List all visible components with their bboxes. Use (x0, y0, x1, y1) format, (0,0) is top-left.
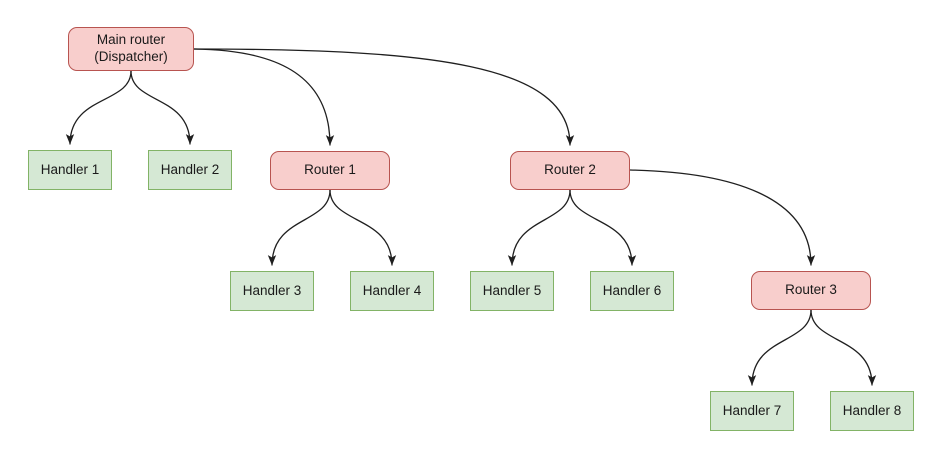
edge-main-router-to-handler-2 (130, 70, 195, 145)
node-handler-4[interactable]: Handler 4 (350, 271, 434, 311)
node-router-3[interactable]: Router 3 (751, 271, 871, 310)
node-handler-3[interactable]: Handler 3 (230, 271, 314, 311)
edge-main-router-to-router-1 (193, 48, 335, 146)
node-main-router[interactable]: Main router (Dispatcher) (68, 27, 194, 71)
edge-router-1-to-handler-4 (329, 189, 397, 266)
edge-main-router-to-handler-1 (65, 70, 132, 145)
edge-router-1-to-handler-3 (267, 189, 331, 266)
node-handler-2[interactable]: Handler 2 (148, 150, 232, 190)
edge-router-2-to-handler-5 (507, 189, 571, 266)
edge-router-3-to-handler-8 (810, 309, 877, 386)
edge-router-2-to-router-3 (629, 169, 816, 266)
node-router-1[interactable]: Router 1 (270, 151, 390, 190)
edge-router-3-to-handler-7 (747, 309, 812, 386)
node-handler-5[interactable]: Handler 5 (470, 271, 554, 311)
node-router-2[interactable]: Router 2 (510, 151, 630, 190)
node-handler-7[interactable]: Handler 7 (710, 391, 794, 431)
node-handler-8[interactable]: Handler 8 (830, 391, 914, 431)
edge-main-router-to-router-2 (193, 48, 575, 146)
node-handler-6[interactable]: Handler 6 (590, 271, 674, 311)
node-handler-1[interactable]: Handler 1 (28, 150, 112, 190)
edge-router-2-to-handler-6 (569, 189, 637, 266)
